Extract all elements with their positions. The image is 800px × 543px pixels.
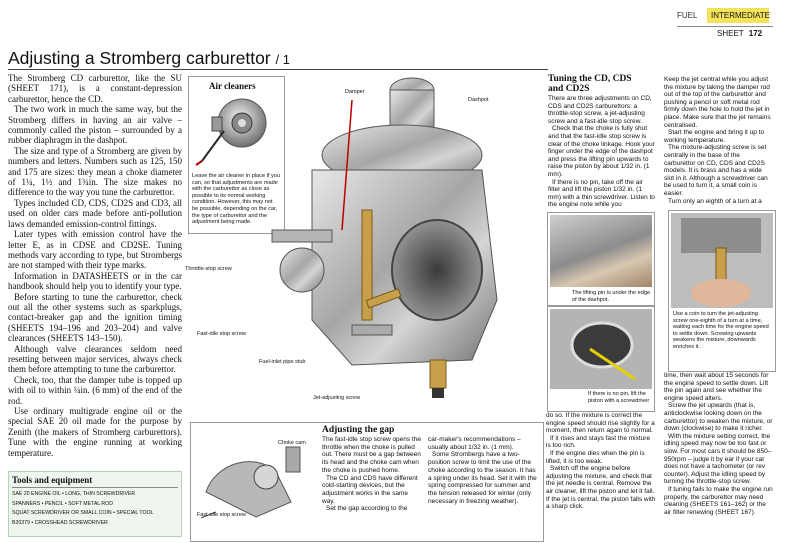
tools-line: SQUAT SCREWDRIVER OR SMALL COIN • SPECIA…: [12, 510, 154, 516]
lifting-pin-photo-box: The lifting pin is under the edge of the…: [547, 212, 655, 306]
gap-column-2: car-maker's recommendations – usually ab…: [428, 436, 538, 505]
right-paragraph: With the mixture setting correct, the id…: [664, 432, 772, 486]
right-paragraph: If tuning fails to make the engine run p…: [664, 485, 773, 516]
caption-coin: Use a coin to turn the jet-adjusting scr…: [673, 311, 769, 350]
gap-column-1: The fast-idle stop screw opens the throt…: [322, 436, 422, 513]
label-damper: Damper: [345, 89, 365, 95]
air-cleaner-illustration: [195, 98, 267, 166]
header-section-fuel: FUEL: [677, 11, 698, 20]
intro-column: The Stromberg CD carburettor, like the S…: [8, 73, 182, 458]
tuning-lower-text: do so. If the mixture is correct the eng…: [546, 412, 656, 511]
tuning-heading: Tuning the CD, CDS and CD2S: [548, 74, 632, 94]
gap-paragraph: The fast-idle stop screw opens the throt…: [322, 436, 421, 474]
label-choke-cam: Choke cam: [278, 440, 306, 446]
right-paragraph: Turn only an eighth of a turn at a: [668, 197, 762, 205]
tuning-paragraph: Switch off the engine before adjusting t…: [546, 465, 656, 511]
sheet-label: SHEET 172: [717, 29, 763, 38]
intro-paragraph: Information in DATASHEETS or in the car …: [8, 270, 182, 292]
right-column: Keep the jet central while you adjust th…: [664, 76, 772, 205]
tuning-paragraph: Check that the choke is fully shut and t…: [548, 125, 655, 178]
header-section: FUEL: [677, 11, 697, 20]
header-level: [707, 8, 769, 23]
label-dashpot: Dashpot: [468, 97, 489, 103]
label-fuel-inlet: Fuel-inlet pipe stub: [259, 359, 306, 365]
intro-paragraph: The two work in much the same way, but t…: [8, 104, 182, 146]
right-paragraph: time, then wait about 15 seconds for the…: [664, 372, 769, 402]
right-paragraph: The mixture-adjusting screw is set centr…: [664, 144, 768, 197]
tuning-paragraph: If the engine dies when the pin is lifte…: [546, 449, 645, 465]
tuning-column: Tuning the CD, CDS and CD2S There are th…: [548, 74, 656, 209]
intro-paragraph: Check, too, that the damper tube is topp…: [8, 374, 182, 406]
coin-photo-box: Use a coin to turn the jet-adjusting scr…: [668, 210, 776, 372]
tools-box: Tools and equipment SAE 20 ENGINE OIL • …: [8, 471, 182, 537]
caption-lifting-pin: The lifting pin is under the edge of the…: [572, 290, 651, 303]
choke-cam-illustration: [200, 446, 301, 519]
title-rule: [8, 69, 548, 70]
tools-list: SAE 20 ENGINE OIL • LONG, THIN SCREWDRIV…: [9, 488, 181, 530]
tools-line: B20379 • CROSSHEAD SCREWDRIVER: [12, 519, 108, 526]
label-jet-adjusting: Jet-adjusting screw: [313, 395, 361, 401]
caption-no-pin: If there is no pin, lift the piston with…: [588, 391, 650, 404]
gap-paragraph: Set the gap according to the: [326, 505, 408, 513]
tools-line: SAE 20 ENGINE OIL • LONG, THIN SCREWDRIV…: [12, 491, 136, 497]
right-lower-text: time, then wait about 15 seconds for the…: [664, 372, 774, 516]
intro-paragraph: Types included CD, CDS, CD2S and CD3, al…: [8, 197, 182, 229]
label-fast-idle: Fast-idle stop screw: [197, 331, 246, 337]
gap-heading: Adjusting the gap: [322, 425, 395, 435]
no-pin-photo: [550, 309, 652, 389]
intro-paragraph: Although valve clearances seldom need re…: [8, 343, 182, 375]
tuning-text: There are three adjustments on CD, CDS a…: [548, 95, 656, 209]
intro-paragraph: The size and type of a Stromberg are giv…: [8, 145, 182, 198]
right-paragraph: Start the engine and bring it up to work…: [664, 129, 765, 144]
label-fast-idle-small: Fast-idle stop screw: [197, 512, 246, 518]
tuning-paragraph: If it rises and stays fast the mixture i…: [546, 434, 651, 450]
air-cleaners-heading: Air cleaners: [209, 81, 256, 91]
header-level-label: INTERMEDIATE: [711, 11, 770, 20]
right-paragraph: Screw the jet upwards (that is, anticloc…: [664, 402, 773, 433]
tuning-paragraph: If there is no pin, take off the air fil…: [548, 178, 655, 209]
gap-paragraph: Some Strombergs have a two-position scre…: [428, 451, 537, 505]
header-divider: [677, 26, 773, 27]
intro-paragraph: Later types with emission control have t…: [8, 229, 182, 271]
tuning-paragraph: do so. If the mixture is correct the eng…: [546, 412, 655, 435]
label-throttle-stop: Throttle-stop screw: [185, 266, 232, 272]
page-title: Adjusting a Stromberg carburettor / 1: [8, 48, 290, 68]
intro-paragraph: Use ordinary multigrade engine oil or th…: [8, 406, 182, 458]
gap-paragraph: car-maker's recommendations – usually ab…: [428, 436, 521, 451]
right-paragraph: Keep the jet central while you adjust th…: [664, 76, 771, 129]
carburettor-illustration: [271, 77, 498, 398]
sheet-number: 172: [748, 29, 763, 38]
tools-line: SPANNERS • PENCIL • SOFT METAL ROD: [12, 500, 113, 507]
coin-photo: [671, 213, 773, 308]
intro-paragraph: Before starting to tune the carburettor,…: [8, 291, 182, 344]
tools-heading: Tools and equipment: [12, 475, 93, 485]
air-cleaners-box: Air cleaners Leave the air cleaner in pl…: [188, 76, 285, 234]
no-pin-photo-box: If there is no pin, lift the piston with…: [547, 306, 655, 412]
lifting-pin-photo: [550, 215, 652, 287]
air-cleaners-text: Leave the air cleaner in place if you ca…: [192, 173, 281, 226]
intro-paragraph: The Stromberg CD carburettor, like the S…: [8, 73, 182, 104]
gap-paragraph: The CD and CDS have different cold-start…: [322, 474, 418, 505]
tuning-paragraph: There are three adjustments on CD, CDS a…: [548, 95, 652, 125]
